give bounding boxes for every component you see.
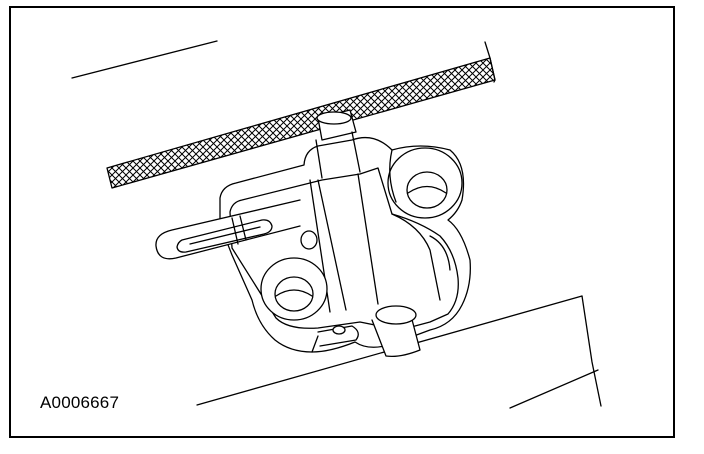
bottom-pin	[371, 311, 421, 358]
upper-mount-boss-inner	[406, 171, 448, 209]
lower-mount-boss-inner	[274, 276, 314, 312]
upper-engine-line	[71, 40, 218, 79]
block-lower-line	[509, 369, 599, 409]
figure-id-label: A0006667	[40, 393, 120, 412]
bottom-small-hole	[332, 325, 346, 335]
small-hole	[300, 230, 318, 250]
block-right-edge	[581, 295, 602, 407]
tensioner-inner-frame	[229, 167, 459, 331]
